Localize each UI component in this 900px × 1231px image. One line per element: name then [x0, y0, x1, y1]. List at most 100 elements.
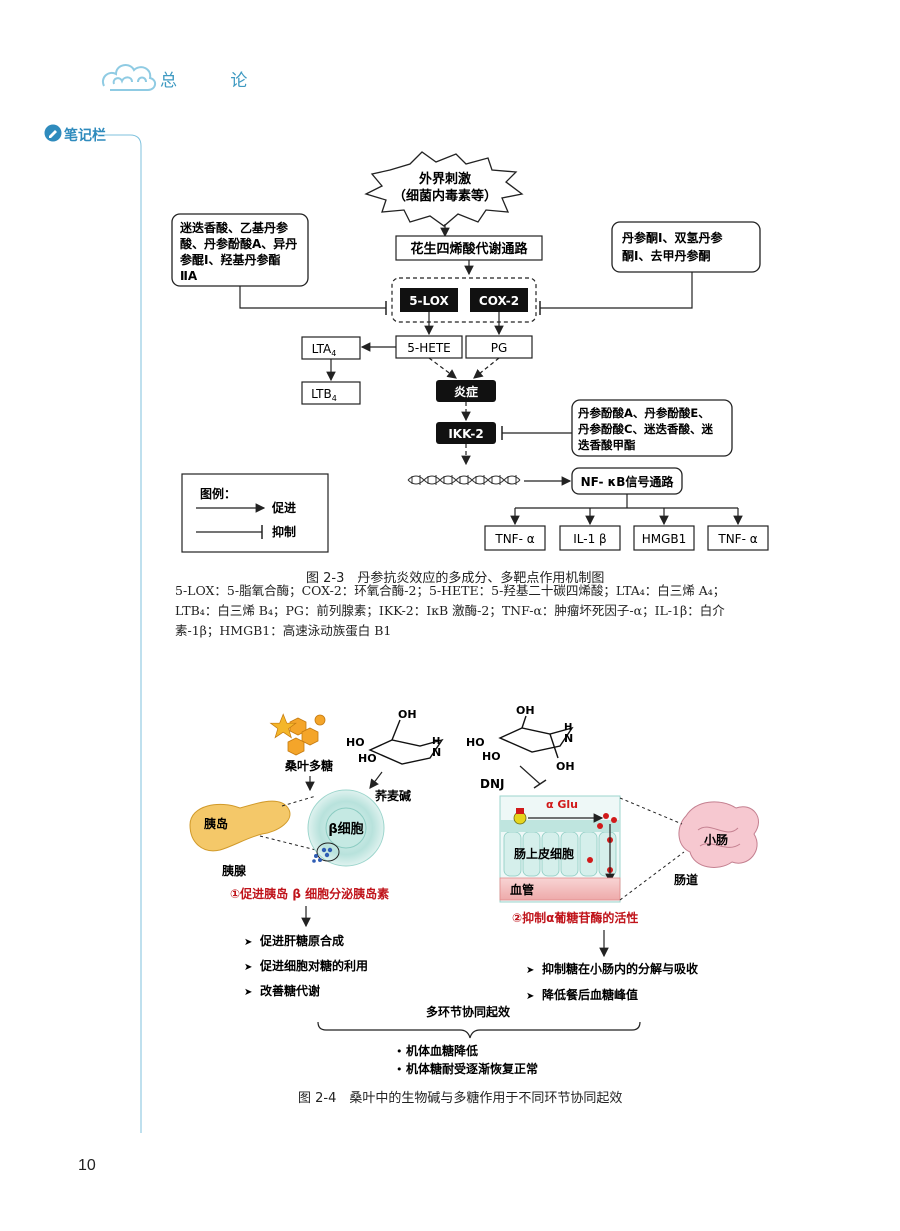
target-label-il1: IL-1 β	[573, 532, 606, 546]
left-effect-2: 促进细胞对糖的利用	[259, 958, 368, 973]
fagomine-structure	[368, 719, 444, 765]
vessel-band	[499, 877, 621, 901]
right-effect-1: 抑制糖在小肠内的分解与吸收	[542, 961, 698, 976]
left-inhibitors-line3: 参醌Ⅰ、羟基丹参酯	[180, 252, 280, 267]
right-inhibitors-line1: 丹参酮Ⅰ、双氢丹参	[622, 230, 723, 245]
ikk-inhibitors-box	[571, 399, 733, 457]
target-box-hmgb1	[633, 525, 695, 551]
inflammation-label: 炎症	[454, 384, 478, 399]
mechanism-2: ②抑制α葡糖苷酶的活性	[512, 910, 638, 925]
left-effect-bullet-3: ➤	[244, 987, 252, 998]
left-inhibitors-line1: 迷迭香酸、乙基丹参	[179, 220, 289, 235]
ltb4-label: LTB4	[311, 387, 337, 403]
legend-promote: 促进	[271, 500, 296, 515]
fagomine-ho-1: HO	[346, 736, 365, 749]
outcome-2: 机体糖耐受逐渐恢复正常	[406, 1061, 538, 1076]
figure-2-4-caption: 图 2-4 桑叶中的生物碱与多糖作用于不同环节协同起效	[298, 1091, 623, 1106]
ikk-inhibitors-line2: 丹参酚酸C、迷迭香酸、迷	[578, 422, 713, 436]
islet-label: 胰岛	[204, 816, 228, 831]
cox-label: COX-2	[479, 294, 519, 308]
synergy-label: 多环节协同起效	[426, 1004, 511, 1019]
dnj-label: DNJ	[480, 777, 504, 791]
note-column-rule	[104, 134, 142, 1133]
cloud-logo-icon	[102, 64, 156, 91]
section-title: 总 论	[160, 71, 272, 91]
polysaccharide-label: 桑叶多糖	[285, 758, 333, 773]
fagomine-n: N	[432, 746, 441, 759]
figure-2-3-abbreviations: 5-LOX：5-脂氧合酶；COX-2：环氧合酶-2；5-HETE：5-羟基二十碳…	[175, 583, 726, 638]
insulin-granules-icon	[312, 847, 333, 863]
ltb4-box	[301, 381, 361, 405]
target-label-hmgb1: HMGB1	[642, 532, 687, 546]
left-inhibitors-line4: ⅡA	[180, 269, 198, 283]
ikk-label: IKK-2	[448, 427, 483, 441]
alkaloid-label: 荞麦碱	[375, 788, 411, 803]
left-effect-1: 促进肝糖原合成	[259, 933, 344, 948]
ikk-inhibitors-line1: 丹参酚酸A、丹参酚酸E、	[578, 406, 710, 420]
stimulus-line1: 外界刺激	[418, 171, 472, 187]
left-effect-bullet-2: ➤	[244, 962, 252, 973]
target-label-tnf-2: TNF- α	[717, 532, 757, 546]
target-box-il1	[559, 525, 621, 551]
left-effect-3: 改善糖代谢	[260, 983, 320, 998]
cox-box	[470, 288, 528, 312]
right-inhibitors-line2: 酮Ⅰ、去甲丹参酮	[622, 248, 710, 263]
legend-box	[181, 473, 329, 553]
stimulus-starburst	[364, 151, 524, 227]
outcome-1: 机体血糖降低	[406, 1043, 478, 1058]
nfkb-label: NF- κB信号通路	[581, 474, 675, 489]
lox-box	[400, 288, 458, 312]
dna-helix-icon	[407, 475, 521, 485]
arachidonic-pathway-label: 花生四烯酸代谢通路	[410, 241, 528, 257]
figure-2-3-diagram: 外界刺激 （细菌内毒素等） 花生四烯酸代谢通路 迷迭香酸、乙基丹参 酸、丹参酚酸…	[171, 151, 769, 553]
outcome-bullet-2: •	[396, 1063, 403, 1076]
left-inhibitors-line2: 酸、丹参酚酸A、异丹	[180, 236, 297, 251]
hete-label: 5-HETE	[407, 341, 450, 355]
right-inhibitors-box	[611, 221, 761, 273]
right-effect-2: 降低餐后血糖峰值	[542, 987, 638, 1002]
figure-2-4-diagram: 桑叶多糖 OH HO HO H N 荞麦碱 胰岛 胰腺 β细胞 OH HO HO…	[189, 704, 759, 1076]
small-intestine-label: 小肠	[704, 832, 728, 847]
dnj-n: N	[564, 732, 573, 745]
dnj-h: H	[564, 722, 572, 733]
dnj-oh-top: OH	[516, 704, 535, 717]
mechanism-1: ①促进胰岛 β 细胞分泌胰岛素	[230, 886, 389, 901]
ikk-box	[436, 422, 496, 444]
legend-inhibit: 抑制	[272, 524, 296, 539]
lox-label: 5-LOX	[409, 294, 449, 308]
dnj-ho-1: HO	[466, 736, 485, 749]
intestine-label: 肠道	[674, 872, 698, 887]
stimulus-line2: （细菌内毒素等）	[393, 188, 497, 204]
fagomine-oh-top: OH	[398, 708, 417, 721]
note-column-label: 笔记栏	[64, 128, 106, 144]
beta-cell-label: β细胞	[328, 821, 363, 837]
epithelial-label: 肠上皮细胞	[514, 846, 574, 861]
arachidonic-pathway-box	[395, 235, 543, 261]
right-effect-bullet-1: ➤	[526, 965, 534, 976]
small-intestine-illustration	[678, 801, 759, 868]
target-box-tnf-2	[707, 525, 769, 551]
left-effect-bullet-1: ➤	[244, 937, 252, 948]
target-box-tnf-1	[484, 525, 546, 551]
right-effect-bullet-2: ➤	[526, 991, 534, 1002]
fagomine-ho-2: HO	[358, 752, 377, 765]
figure-2-3-caption: 图 2-3 丹参抗炎效应的多成分、多靶点作用机制图	[306, 571, 605, 586]
dnj-ho-2: HO	[482, 750, 501, 763]
dnj-structure	[498, 715, 574, 759]
pancreas-illustration	[189, 800, 291, 852]
outcome-bullet-1: •	[396, 1045, 403, 1058]
ikk-inhibitors-line3: 迭香酸甲酯	[578, 438, 636, 452]
lta4-label: LTA4	[312, 342, 337, 358]
synergy-brace	[317, 1021, 641, 1039]
dnj-oh-bottom: OH	[556, 760, 575, 773]
epithelial-villi	[503, 831, 617, 877]
page-number: 10	[78, 1157, 96, 1174]
pancreas-label: 胰腺	[222, 863, 247, 878]
enzyme-group-dashed	[391, 277, 537, 323]
alpha-glu-label: α Glu	[546, 798, 578, 811]
pg-label: PG	[491, 341, 508, 355]
pencil-note-icon	[44, 124, 62, 142]
polysaccharide-icon	[269, 713, 326, 756]
inflammation-box	[436, 380, 496, 402]
vessel-label: 血管	[510, 882, 534, 897]
